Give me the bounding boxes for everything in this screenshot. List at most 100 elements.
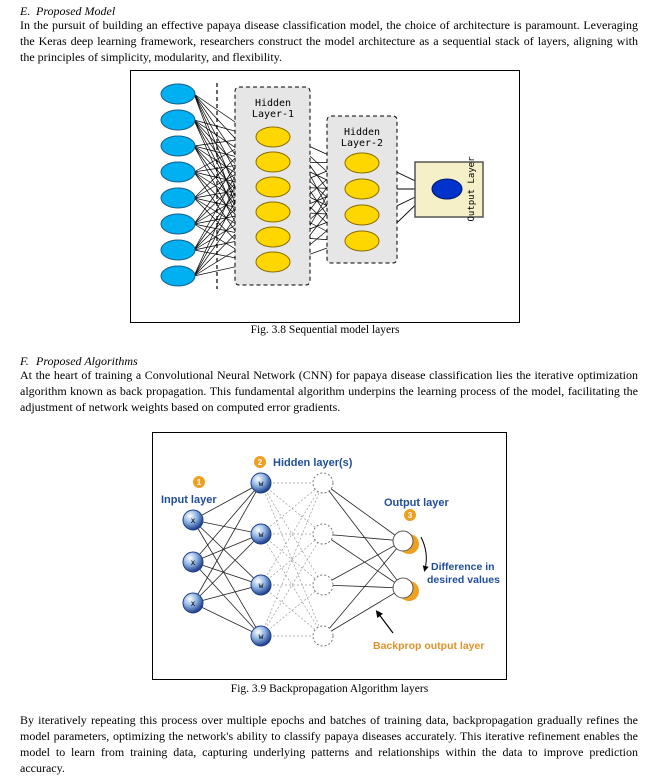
hidden-neuron: [312, 574, 334, 596]
edge: [322, 540, 404, 637]
edge: [192, 482, 262, 521]
difference-label-line1: Difference in: [431, 561, 495, 573]
step-3-number: 3: [408, 511, 413, 520]
edge: [322, 533, 404, 542]
backpropagation-diagram: x x x w w w w 1 2 3 Input layer Hidden layer(s…: [161, 456, 500, 652]
edge: [192, 602, 262, 637]
section-heading-proposed-algorithms: F. Proposed Algorithms: [20, 354, 138, 369]
edge: [260, 482, 324, 637]
hidden-layer-2-label: Hidden: [344, 127, 380, 138]
figure-3-8-caption: Fig. 3.8 Sequential model layers: [250, 324, 400, 336]
section-heading-proposed-model: E.Proposed Model: [20, 4, 115, 19]
edge: [260, 482, 324, 637]
input-neuron: [182, 592, 204, 614]
edge: [192, 533, 262, 604]
edge: [192, 519, 262, 637]
input-neuron: [160, 109, 196, 131]
weight-neuron: [250, 625, 272, 647]
edge: [192, 519, 262, 535]
hidden-2-neuron: [344, 204, 380, 226]
hidden-2-neuron: [344, 178, 380, 200]
edge: [192, 561, 262, 586]
difference-label-line2: desired values: [427, 574, 500, 586]
hidden-layers-label: Hidden layer(s): [273, 457, 353, 469]
weight-neuron-label: w: [259, 479, 264, 488]
edge: [260, 482, 324, 535]
edge: [260, 533, 324, 586]
weight-neuron-label: w: [259, 581, 264, 590]
step-2-badge: [254, 456, 266, 468]
hidden-1-neuron: [255, 201, 291, 223]
output-neuron: [392, 577, 414, 599]
weight-neuron: [250, 523, 272, 545]
input-neuron: [182, 509, 204, 531]
weight-neuron-label: w: [259, 632, 264, 641]
input-neuron: [160, 187, 196, 209]
hidden-layer-1-sublabel: Layer-1: [252, 109, 294, 120]
edge: [192, 561, 262, 637]
edge: [322, 584, 404, 589]
hidden-2-neuron: [344, 230, 380, 252]
hidden-neuron: [312, 523, 334, 545]
step-3-badge: [404, 509, 416, 521]
neuron-nodes: x x x w w w w: [182, 472, 419, 647]
proposed-model-paragraph: In the pursuit of building an effective …: [20, 18, 638, 64]
hidden-layer-1-label: Hidden: [255, 98, 291, 109]
backprop-arrow: [375, 610, 394, 634]
input-neuron: [160, 213, 196, 235]
edge: [192, 533, 262, 563]
input-neuron: [182, 551, 204, 573]
neuron-nodes: [160, 83, 463, 287]
edge: [192, 584, 262, 604]
backprop-output-label: Backprop output layer: [373, 640, 484, 652]
hidden-1-neuron: [255, 151, 291, 173]
output-neuron: [392, 530, 414, 552]
section-number: F.: [20, 354, 29, 368]
section-title: Proposed Algorithms: [36, 354, 138, 368]
hidden-1-neuron: [255, 126, 291, 148]
connection-lines: [192, 482, 404, 637]
input-layer-label: Input layer: [161, 494, 217, 506]
figure-sequential-model: Hidden Layer-1 Hidden Layer-2 Output Lay…: [130, 70, 520, 323]
input-neuron-label: x: [191, 516, 196, 525]
weight-neuron: [250, 472, 272, 494]
input-neuron: [160, 83, 196, 105]
hidden-2-neuron: [344, 152, 380, 174]
output-neuron: [431, 178, 463, 200]
weight-neuron: [250, 574, 272, 596]
edge: [322, 587, 404, 637]
edge: [322, 540, 404, 586]
proposed-algorithms-paragraph: At the heart of training a Convolutional…: [20, 368, 638, 414]
hidden-1-neuron: [255, 176, 291, 198]
edge: [322, 533, 404, 589]
hidden-1-neuron: [255, 251, 291, 273]
closing-paragraph: By iteratively repeating this process ov…: [20, 713, 638, 775]
hidden-neuron: [312, 472, 334, 494]
hidden-neuron: [312, 625, 334, 647]
step-2-number: 2: [258, 458, 263, 467]
output-layer-label: Output layer: [384, 497, 450, 509]
input-neuron-label: x: [191, 558, 196, 567]
hidden-layer-2-sublabel: Layer-2: [341, 138, 383, 149]
input-neuron: [160, 239, 196, 261]
sequential-model-diagram: Hidden Layer-1 Hidden Layer-2 Output Lay…: [160, 83, 484, 289]
step-1-badge: [193, 476, 205, 488]
input-neuron: [160, 135, 196, 157]
edge: [192, 482, 262, 604]
weight-neuron-label: w: [259, 530, 264, 539]
section-number: E.: [20, 4, 31, 18]
edge: [192, 482, 262, 563]
difference-arrow: [420, 536, 429, 572]
hidden-1-neuron: [255, 226, 291, 248]
output-layer-label: Output Layer: [467, 156, 477, 222]
edge: [322, 482, 404, 542]
step-1-number: 1: [197, 478, 202, 487]
input-neuron: [160, 161, 196, 183]
input-neuron: [160, 265, 196, 287]
figure-3-9-caption: Fig. 3.9 Backpropagation Algorithm layer…: [230, 683, 429, 695]
input-neuron-label: x: [191, 599, 196, 608]
edge: [322, 482, 404, 589]
edge: [260, 584, 324, 637]
edge: [192, 519, 262, 586]
figure-backpropagation: x x x w w w w 1 2 3 Input layer Hidden layer(s…: [152, 432, 507, 680]
